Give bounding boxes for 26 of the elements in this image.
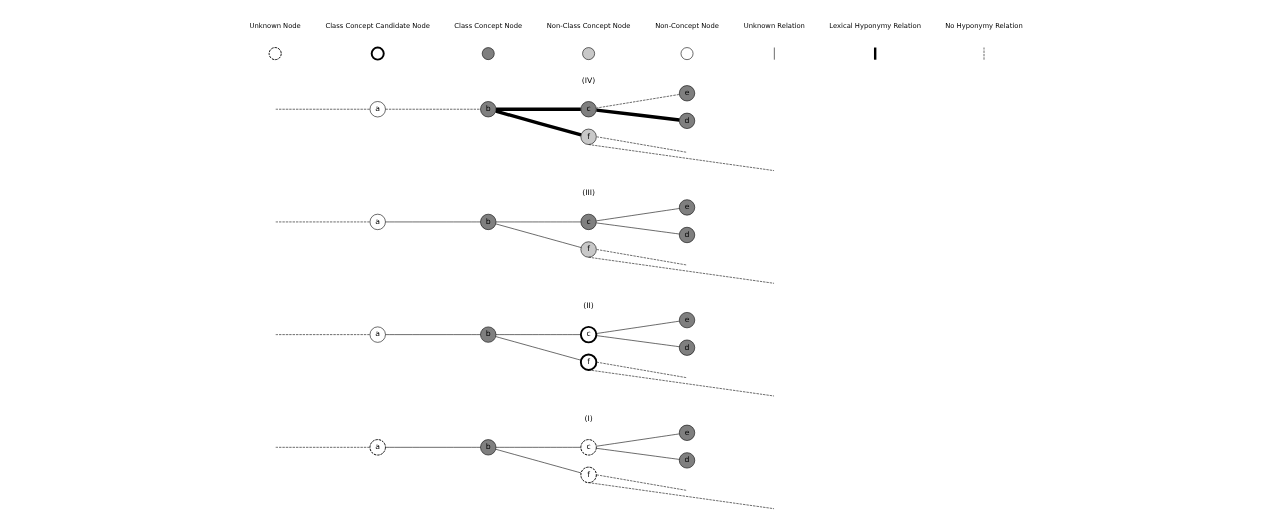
connector — [595, 448, 680, 460]
connector — [384, 447, 481, 448]
connector — [384, 108, 481, 110]
connector — [495, 221, 581, 223]
connector — [384, 334, 481, 335]
connector — [595, 208, 680, 222]
connector — [595, 320, 680, 334]
connector — [595, 335, 680, 347]
connector — [384, 221, 481, 223]
connector — [587, 369, 774, 397]
connector — [495, 447, 581, 448]
connector — [495, 336, 581, 361]
connector — [495, 223, 581, 248]
connector — [587, 144, 774, 171]
connector — [596, 361, 687, 378]
connector — [274, 447, 370, 448]
connector — [495, 107, 581, 111]
connector — [596, 474, 687, 491]
connector — [495, 334, 581, 335]
connector — [495, 449, 581, 474]
connector — [595, 94, 680, 109]
connector — [494, 109, 581, 137]
connector — [587, 482, 774, 509]
connector — [595, 108, 679, 122]
connector — [595, 433, 680, 447]
connector — [595, 222, 680, 235]
